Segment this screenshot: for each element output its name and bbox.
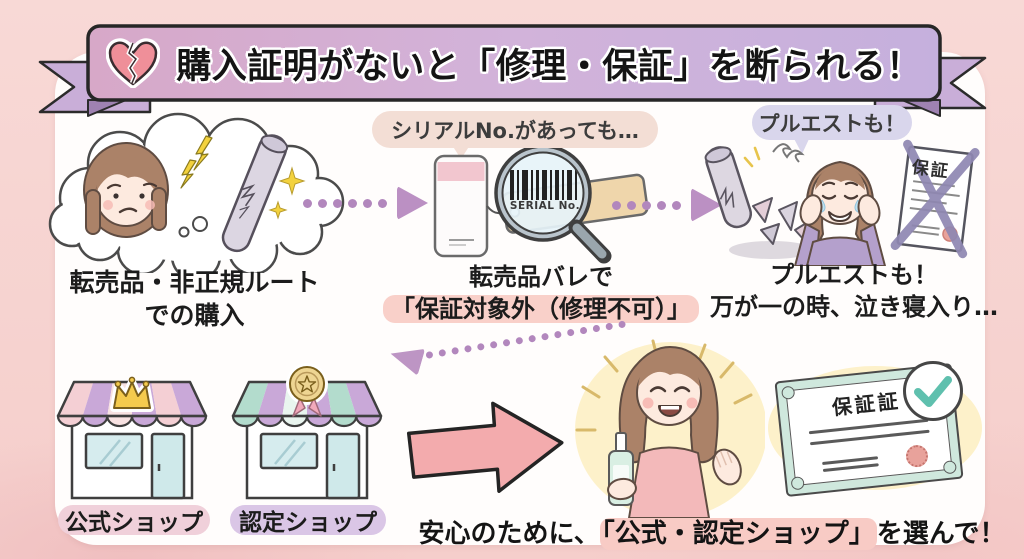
warranty-doc-label: 保証 <box>910 157 951 183</box>
banner-plate <box>86 24 942 102</box>
check-mark-icon <box>914 376 952 407</box>
broken-device-pieces <box>704 146 809 245</box>
banner-title: 購入証明がないと「修理・保証」を断られる！ <box>176 46 922 87</box>
certified-shop <box>231 363 383 500</box>
broken-heart-icon <box>106 38 161 88</box>
title-banner: 購入証明がないと「修理・保証」を断られる！ <box>30 16 995 128</box>
speech-bubble-purest: プルエストも！ <box>752 105 912 140</box>
caption-step1-line2: での購入 <box>144 301 245 330</box>
barcode <box>510 170 577 200</box>
check-badge <box>903 361 963 421</box>
caption-step3-line2: 万が一の時、泣き寝入り… <box>710 292 998 321</box>
caption-step3-line1: プルエストも！ <box>770 261 938 289</box>
caption-step2-line1: 転売品バレで <box>469 263 613 291</box>
shop-door <box>150 432 186 500</box>
thought-dots <box>178 216 208 238</box>
product-bottle <box>433 154 489 258</box>
bottom-message-highlight: 「公式・認定ショップ」 <box>599 518 877 550</box>
caption-step2-line2: 「保証対象外（修理不可）」 <box>383 294 699 323</box>
bottle-serial-tag-illustration <box>433 148 649 264</box>
ribbon-banner-graphic <box>38 24 987 117</box>
worried-woman-face <box>83 142 169 238</box>
dotted-arrow-1 <box>303 186 428 220</box>
serial-number-label: SERIAL No. <box>509 200 581 212</box>
official-shop-label: 公式ショップ <box>58 505 210 536</box>
bottom-message-prefix: 安心のために、 <box>418 519 600 549</box>
crown-icon <box>110 376 154 412</box>
banner-content: 購入証明がないと「修理・保証」を断られる！ <box>88 26 940 100</box>
thought-bubble-illustration <box>48 112 345 273</box>
crossed-warranty-document <box>890 139 980 259</box>
crying-woman-illustration <box>704 139 980 266</box>
shops-illustration <box>56 363 383 500</box>
caption-step1-line1: 転売品・非正規ルート <box>69 268 320 297</box>
crying-woman <box>794 161 886 266</box>
red-seal-icon <box>904 444 930 469</box>
medal-icon <box>286 363 328 417</box>
awning-certified <box>231 380 383 428</box>
bottom-message-suffix: を選んで！ <box>876 519 1006 549</box>
caption-step1: 転売品・非正規ルート での購入 <box>42 266 347 332</box>
debris-shadow <box>729 241 813 259</box>
caption-step2: 転売品バレで 「保証対象外（修理不可）」 <box>382 262 700 325</box>
big-arrow-icon <box>406 401 564 493</box>
raised-hand <box>712 448 742 486</box>
official-shop <box>56 376 208 500</box>
product-bottle-in-hand <box>607 432 637 506</box>
shop-door <box>325 432 361 500</box>
happy-woman-illustration <box>575 339 765 518</box>
magnifier-icon <box>494 148 612 264</box>
certified-shop-label: 認定ショップ <box>230 505 386 536</box>
frustration-scribble-icon <box>772 143 805 163</box>
impact-marks <box>743 146 761 168</box>
caption-step3: プルエストも！ 万が一の時、泣き寝入り… <box>693 260 1015 323</box>
arrow-head-right-icon <box>397 186 428 220</box>
bottom-message: 安心のために、「公式・認定ショップ」を選んで！ <box>412 513 1012 550</box>
x-cross-icon <box>890 139 980 259</box>
speech-bubble-serial-text: シリアルNo.があっても… <box>391 118 639 143</box>
speech-bubble-serial: シリアルNo.があっても… <box>372 111 658 148</box>
lightning-icons <box>180 135 213 189</box>
speech-bubble-purest-text: プルエストも！ <box>758 111 906 136</box>
broken-device <box>221 134 289 253</box>
sparkle-icons <box>268 166 306 220</box>
